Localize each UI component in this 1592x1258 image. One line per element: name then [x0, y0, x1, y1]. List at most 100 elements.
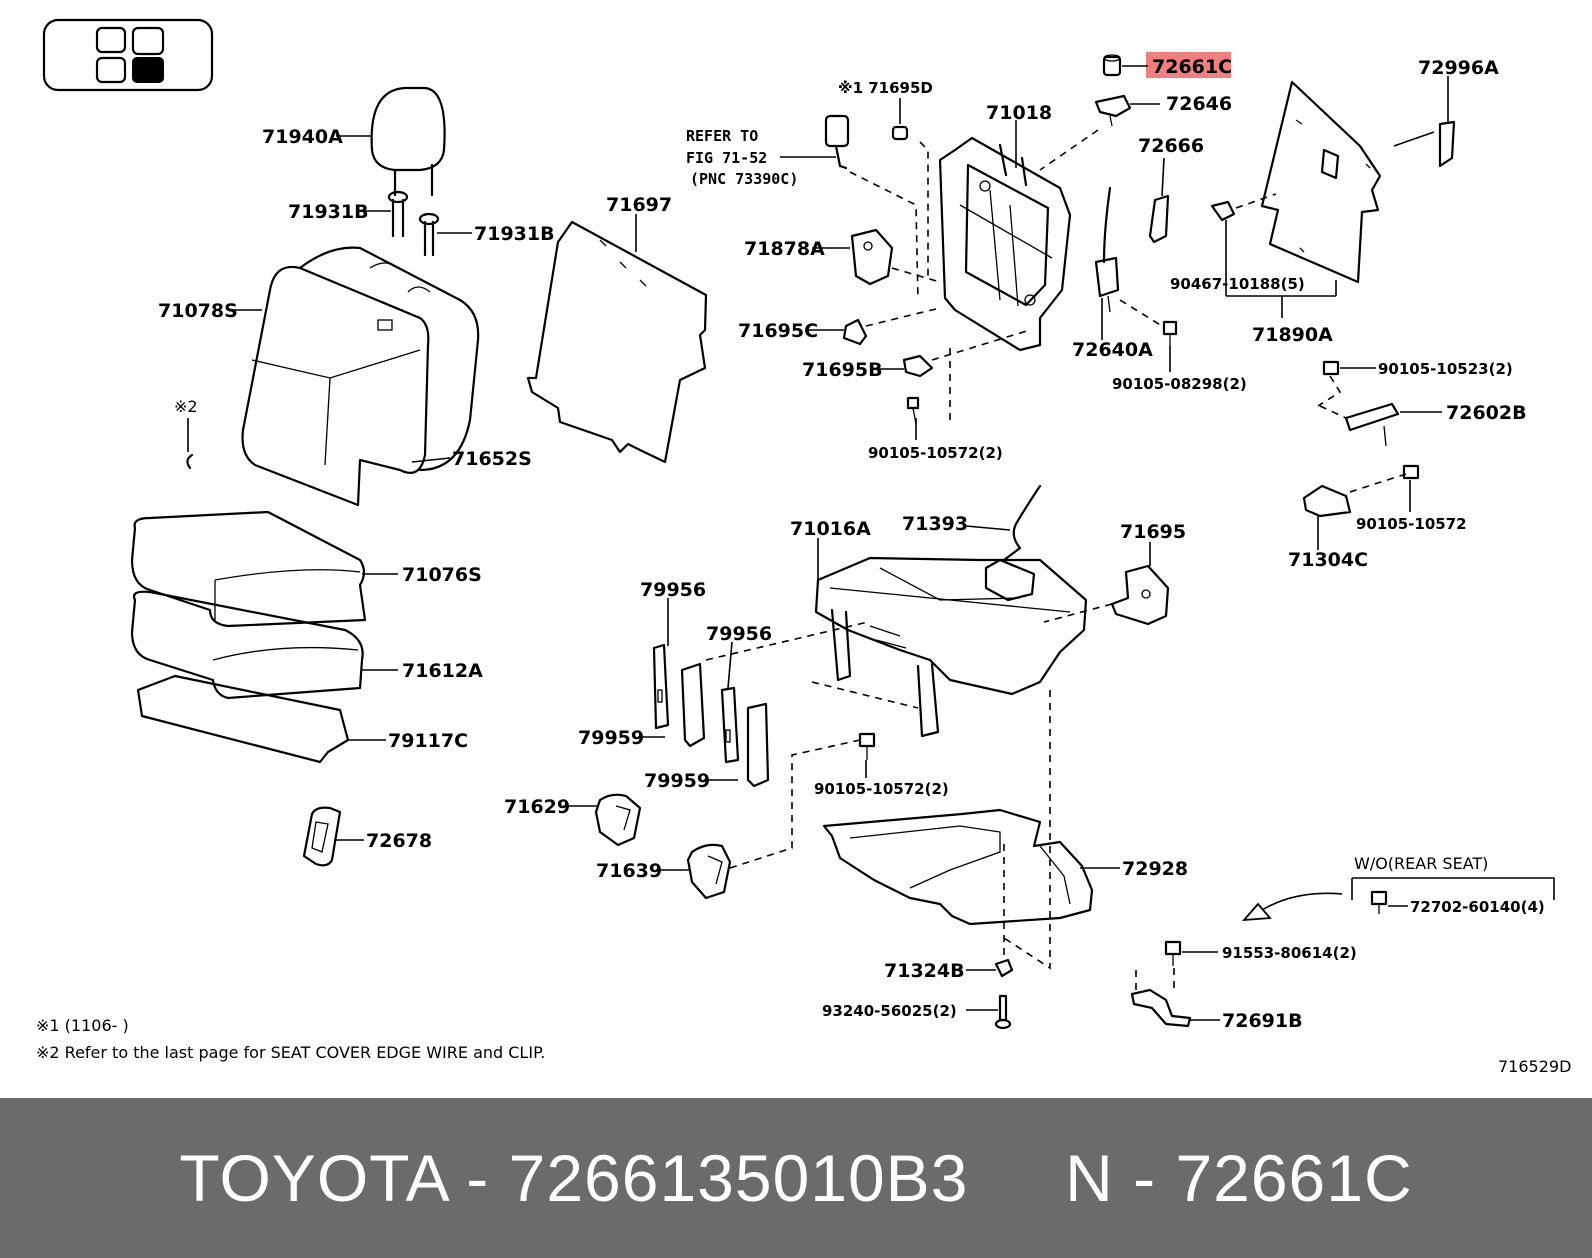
hinge-72602B [1344, 402, 1400, 447]
callout-71324B[interactable]: 71324B [884, 960, 965, 982]
callout-71016A[interactable]: 71016A [790, 518, 871, 540]
highlight-72661C [1146, 52, 1231, 78]
refer-to-line1: REFER TO [686, 127, 758, 145]
bolt-72702-60140 [1370, 890, 1388, 914]
callout-72691B[interactable]: 72691B [1222, 1010, 1303, 1032]
bracket-71695C [842, 318, 868, 346]
bracket-71695B [902, 354, 934, 378]
bracket-71695 [1110, 564, 1170, 626]
callout-79117C[interactable]: 79117C [388, 730, 468, 752]
callout-93240-56025[interactable]: 93240-56025(2) [822, 1002, 957, 1020]
footnote-1: ※1 (1106- ) [36, 1016, 129, 1035]
separator: - [1113, 1141, 1176, 1215]
part-number: 72661C [1175, 1141, 1413, 1215]
hinge-cover-79956-79959 [652, 643, 770, 788]
callout-71078S[interactable]: 71078S [158, 300, 238, 322]
seatback-frame-71018 [938, 136, 1072, 352]
cap-72661C [1102, 54, 1122, 77]
oem-number: 7266135010B3 [508, 1141, 969, 1215]
callout-91553-80614[interactable]: 91553-80614(2) [1222, 944, 1357, 962]
arrow-head-icon [1241, 902, 1272, 922]
callout-79959-a[interactable]: 79959 [578, 727, 644, 749]
part-number-text: TOYOTA - 7266135010B3 N - 72661C [179, 1140, 1412, 1216]
callout-71695[interactable]: 71695 [1120, 521, 1186, 543]
callout-71652S[interactable]: 71652S [452, 448, 532, 470]
cover-72666 [1148, 194, 1170, 244]
cover-71639 [686, 843, 732, 900]
callout-72996A[interactable]: 72996A [1418, 57, 1499, 79]
bracket-71304C [1302, 484, 1352, 518]
callout-71890A[interactable]: 71890A [1252, 324, 1333, 346]
callout-90105-10572-a[interactable]: 90105-10572(2) [868, 444, 1003, 462]
callout-71393[interactable]: 71393 [902, 513, 968, 535]
headrest-71940A [370, 86, 446, 197]
callout-79956-a[interactable]: 79956 [640, 579, 706, 601]
callout-90105-10572-c[interactable]: 90105-10572(2) [814, 780, 949, 798]
callout-90105-10523[interactable]: 90105-10523(2) [1378, 360, 1513, 378]
part-prefix: N [1065, 1141, 1114, 1215]
seat-belt-buckle-icon [824, 114, 850, 170]
callout-72666[interactable]: 72666 [1138, 135, 1204, 157]
callout-72702-60140[interactable]: 72702-60140(4) [1410, 898, 1545, 916]
bracket-71878A [850, 228, 894, 286]
figure-id: 716529D [1498, 1057, 1571, 1076]
callout-71629[interactable]: 71629 [504, 796, 570, 818]
lock-72640A [1094, 186, 1120, 313]
callout-71697[interactable]: 71697 [606, 194, 672, 216]
callout-72661C[interactable]: 72661C [1152, 56, 1232, 78]
separator: - [446, 1141, 509, 1215]
note2-marker: ※2 [174, 397, 198, 416]
cushion-cover-71076S [130, 510, 367, 628]
callout-71304C[interactable]: 71304C [1288, 549, 1368, 571]
part-number-banner: TOYOTA - 7266135010B3 N - 72661C [0, 1098, 1592, 1258]
callout-71639[interactable]: 71639 [596, 860, 662, 882]
cover-71629 [594, 793, 642, 847]
latch-72996A [1438, 120, 1456, 168]
parts-diagram: 71940A 71931B 71931B 71078S 71652S ※2 71… [36, 18, 1571, 1076]
bolt-90105-10523 [1322, 360, 1340, 376]
callout-71695C[interactable]: 71695C [738, 320, 818, 342]
callout-72602B[interactable]: 72602B [1446, 402, 1527, 424]
callout-71940A[interactable]: 71940A [262, 126, 343, 148]
footnote-2: ※2 Refer to the last page for SEAT COVER… [36, 1043, 545, 1062]
bolt-90105-08298 [1162, 320, 1178, 348]
knob-72646 [1094, 94, 1132, 127]
callout-71695B[interactable]: 71695B [802, 359, 883, 381]
cushion-underpad-79117C [136, 674, 350, 764]
callout-71018[interactable]: 71018 [986, 102, 1052, 124]
callout-90105-10572-b[interactable]: 90105-10572 [1356, 515, 1467, 533]
callout-71612A[interactable]: 71612A [402, 660, 483, 682]
brand-name: TOYOTA [179, 1141, 447, 1215]
edge-clip-icon [186, 453, 194, 470]
bolt-90105-10572-lower [858, 732, 876, 760]
callout-71878A[interactable]: 71878A [744, 238, 825, 260]
gap [968, 1141, 1065, 1215]
callout-71076S[interactable]: 71076S [402, 564, 482, 586]
headrest-support-71931B [387, 190, 440, 257]
callout-72678[interactable]: 72678 [366, 830, 432, 852]
callout-71695D[interactable]: ※1 71695D [838, 79, 933, 97]
refer-to-line3: (PNC 73390C) [690, 170, 798, 188]
seat-position-indicator-icon [42, 18, 214, 92]
callout-79959-b[interactable]: 79959 [644, 770, 710, 792]
callout-72928[interactable]: 72928 [1122, 858, 1188, 880]
seatback-71078S [241, 246, 480, 507]
callout-79956-b[interactable]: 79956 [706, 623, 772, 645]
callout-71931B-left[interactable]: 71931B [288, 201, 369, 223]
under-cover-72928 [822, 808, 1094, 926]
callout-90467-10188[interactable]: 90467-10188(5) [1170, 275, 1305, 293]
callout-71931B-right[interactable]: 71931B [474, 223, 555, 245]
bolt-90105-10572-right [1402, 464, 1420, 480]
bushing-71695D [891, 125, 909, 141]
bolt-91553-80614 [1164, 940, 1182, 966]
seatback-board-71697 [526, 220, 708, 464]
cushion-pad-71612A [130, 590, 364, 700]
callout-72640A[interactable]: 72640A [1072, 339, 1153, 361]
refer-to-line2: FIG 71-52 [686, 149, 767, 167]
arrow-leader [1261, 892, 1343, 911]
seatback-board-71890A [1260, 80, 1382, 284]
callout-72646[interactable]: 72646 [1166, 93, 1232, 115]
nut-71324B [994, 958, 1014, 978]
wire-71393 [1002, 484, 1042, 562]
callout-90105-08298[interactable]: 90105-08298(2) [1112, 375, 1247, 393]
